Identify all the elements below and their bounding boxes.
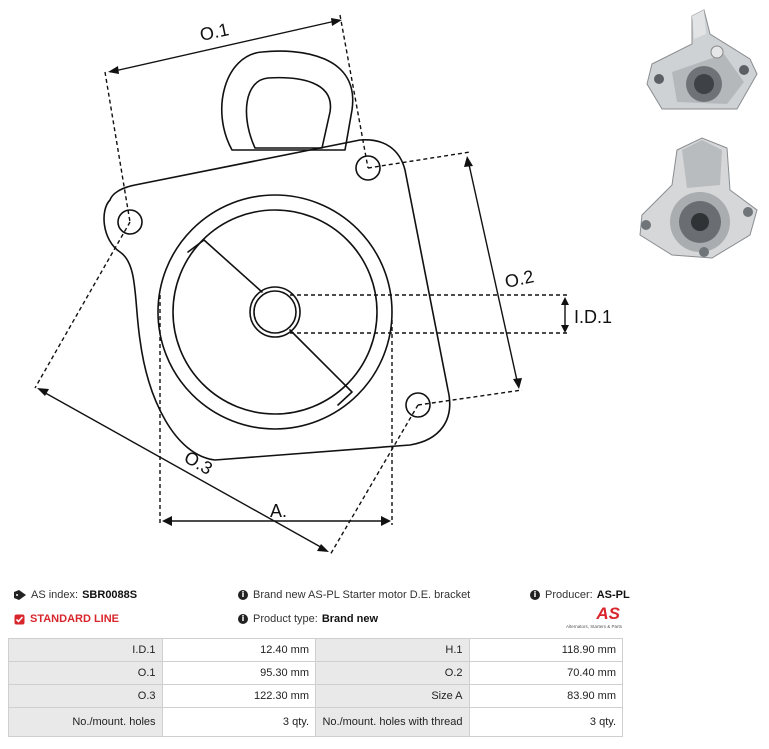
- spec-label: No./mount. holes: [8, 707, 163, 737]
- as-index: AS index: SBR0088S: [14, 589, 137, 601]
- spec-label: O.1: [8, 661, 163, 685]
- table-row: No./mount. holes 3 qty. No./mount. holes…: [8, 707, 623, 737]
- as-index-label: AS index:: [31, 589, 79, 601]
- product-type-value: Brand new: [321, 613, 379, 625]
- line-label: STANDARD LINE: [30, 613, 120, 625]
- spec-label: Size A: [315, 684, 470, 708]
- spec-table: I.D.1 12.40 mm H.1 118.90 mm O.1 95.30 m…: [8, 638, 623, 737]
- producer: i Producer: AS-PL: [530, 589, 630, 601]
- label-o3: O.3: [181, 447, 216, 479]
- producer-value: AS-PL: [596, 589, 630, 601]
- producer-label: Producer:: [545, 589, 593, 601]
- bore-outer: [249, 286, 301, 338]
- info-icon: i: [238, 590, 248, 600]
- bore-inner: [253, 290, 297, 334]
- product-type-label: Product type:: [253, 613, 318, 625]
- checkbox-icon: [14, 614, 25, 625]
- label-id1: I.D.1: [574, 307, 612, 327]
- mount-hole-top: [355, 155, 381, 181]
- product-photo-back: [646, 9, 758, 110]
- spec-value: 118.90 mm: [468, 638, 623, 662]
- outer-ring: [157, 194, 393, 430]
- spec-value: 83.90 mm: [468, 684, 623, 708]
- description: i Brand new AS-PL Starter motor D.E. bra…: [238, 589, 470, 601]
- product-type: i Product type: Brand new: [238, 613, 378, 625]
- standard-line: STANDARD LINE: [14, 613, 119, 625]
- mount-hole-bottom: [405, 392, 431, 418]
- description-text: Brand new AS-PL Starter motor D.E. brack…: [253, 589, 471, 601]
- technical-drawing: O.1 O.2 O.3 A. I.D.1: [34, 14, 612, 556]
- spec-label: O.2: [315, 661, 470, 685]
- tag-icon: [14, 590, 26, 600]
- table-row: O.1 95.30 mm O.2 70.40 mm: [8, 661, 623, 685]
- spec-label: O.3: [8, 684, 163, 708]
- mount-hole-left: [117, 209, 143, 235]
- spec-value: 3 qty.: [468, 707, 623, 737]
- label-o1: O.1: [198, 19, 231, 45]
- label-a: A.: [270, 501, 287, 521]
- spec-label: No./mount. holes with thread: [315, 707, 470, 737]
- top-lug: [220, 50, 354, 151]
- spec-value: 70.40 mm: [468, 661, 623, 685]
- spec-label: I.D.1: [8, 638, 163, 662]
- sector-lines: [187, 239, 353, 406]
- product-photo-front: [639, 137, 758, 259]
- table-row: O.3 122.30 mm Size A 83.90 mm: [8, 684, 623, 708]
- flange-outline: [103, 139, 451, 461]
- brand-logo: AS Alternators, Starters & Parts: [560, 604, 626, 632]
- logo-tagline: Alternators, Starters & Parts: [565, 624, 622, 629]
- info-icon: i: [238, 614, 248, 624]
- info-icon: i: [530, 590, 540, 600]
- label-o2: O.2: [503, 266, 536, 292]
- spec-value: 3 qty.: [161, 707, 316, 737]
- inner-ring: [172, 209, 378, 415]
- logo-text: AS: [596, 604, 620, 623]
- table-row: I.D.1 12.40 mm H.1 118.90 mm: [8, 638, 623, 662]
- spec-value: 95.30 mm: [161, 661, 316, 685]
- top-lug-inner: [245, 76, 332, 149]
- spec-label: H.1: [315, 638, 470, 662]
- spec-value: 122.30 mm: [161, 684, 316, 708]
- spec-value: 12.40 mm: [161, 638, 316, 662]
- as-index-value: SBR0088S: [82, 589, 138, 601]
